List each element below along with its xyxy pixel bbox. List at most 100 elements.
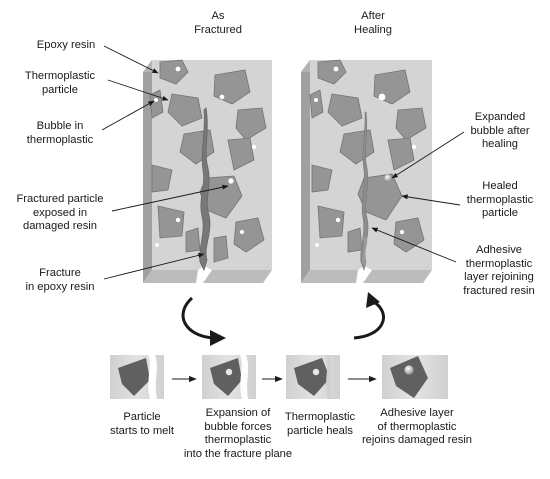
particle <box>395 107 427 141</box>
step-label-line: Particle <box>123 411 161 423</box>
step-2-particle <box>210 358 242 396</box>
leader-thermoplastic-particle <box>107 79 169 101</box>
curved-arrow-right <box>353 300 385 340</box>
label-line: Bubble in <box>36 120 84 132</box>
as-fractured-block <box>143 59 272 283</box>
leader-fractured-particle <box>111 184 229 212</box>
expanded-bubble <box>384 174 392 182</box>
leader-fracture <box>103 252 205 280</box>
block-left-side-face <box>143 60 152 283</box>
step-3-particle-heals <box>286 355 340 399</box>
particle <box>317 205 345 239</box>
step-4-bubble <box>404 365 414 375</box>
header-line: After <box>361 10 385 22</box>
label-line: damaged resin <box>22 220 97 232</box>
bubble <box>175 217 181 223</box>
label-thermoplastic-particle: Thermoplastic particle <box>12 70 108 97</box>
particle <box>309 89 324 119</box>
label-line: particle <box>41 83 79 96</box>
particle <box>235 107 267 141</box>
step-2-bubble <box>225 368 233 376</box>
label-line: healing <box>481 138 519 150</box>
particle <box>327 93 363 127</box>
label-line: Thermoplastic <box>24 70 96 82</box>
step-label-line: particle heals <box>287 424 353 437</box>
particle <box>227 137 255 171</box>
particle <box>347 227 363 253</box>
bubble <box>333 66 339 72</box>
curved-arrow-left-head <box>210 330 226 346</box>
step-label-line: Thermoplastic <box>284 411 356 423</box>
step-1-particle-melting <box>110 355 164 399</box>
step-1-label: Particle starts to melt <box>94 411 190 438</box>
bubble <box>251 144 257 150</box>
header-line: As <box>211 10 225 22</box>
particle <box>387 137 415 171</box>
curved-arrow-left <box>181 296 215 340</box>
step-3-particle <box>294 358 330 396</box>
bubble <box>175 66 181 72</box>
label-line: Healed <box>482 180 518 192</box>
leader-epoxy-resin <box>103 45 159 74</box>
bubble <box>315 243 319 247</box>
step-4-label: Adhesive layer of thermoplastic rejoins … <box>352 407 482 448</box>
step-3-bubble <box>312 368 320 376</box>
block-bottom-face <box>143 270 198 283</box>
step-label-line: thermoplastic <box>204 434 272 446</box>
step-2-crack <box>240 355 249 399</box>
step-4-adhesive-layer <box>382 355 448 399</box>
fracture-crack <box>199 107 211 272</box>
bubble <box>335 217 341 223</box>
step-label-line: into the fracture plane <box>183 447 293 460</box>
step-4-particle <box>390 356 428 398</box>
particles <box>309 59 427 253</box>
step-label-line: Adhesive layer <box>380 407 454 419</box>
step-3-label: Thermoplastic particle heals <box>272 411 368 438</box>
bubble <box>155 243 159 247</box>
block-bottom-face <box>301 270 358 283</box>
step-2-label: Expansion of bubble forces thermoplastic… <box>176 407 300 461</box>
label-line: fractured resin <box>463 284 535 297</box>
label-line: in epoxy resin <box>25 280 95 293</box>
leader-bubble-thermoplastic <box>101 100 155 131</box>
bubble <box>228 178 234 184</box>
label-bubble-in-thermoplastic: Bubble in thermoplastic <box>12 120 108 147</box>
particle <box>317 59 347 85</box>
label-line: thermoplastic <box>26 133 94 146</box>
label-line: Fracture <box>39 267 81 279</box>
label-line: Fractured particle <box>16 193 104 205</box>
particle <box>213 235 229 263</box>
step-label-line: Expansion of <box>205 407 271 419</box>
particle <box>151 164 173 193</box>
step-label-line: bubble forces <box>204 420 272 433</box>
bubble <box>314 98 318 102</box>
step-2-bubble-expansion <box>202 355 256 399</box>
label-line: Adhesive <box>475 244 523 256</box>
bubble <box>411 144 417 150</box>
header-after-healing: After Healing <box>343 10 403 37</box>
bubble <box>378 93 386 101</box>
bubbles <box>314 66 417 247</box>
particle <box>167 93 203 127</box>
label-fractured-particle: Fractured particle exposed in damaged re… <box>4 193 116 234</box>
adhesive-layer-fill <box>362 236 368 266</box>
label-line: bubble after <box>470 124 530 137</box>
bubbles <box>154 66 257 247</box>
leader-healed-particle <box>401 194 461 206</box>
healed-crack <box>360 111 369 272</box>
curved-arrow-right-head <box>366 292 380 308</box>
step-label-line: of thermoplastic <box>377 420 457 433</box>
step-label-line: rejoins damaged resin <box>361 434 473 446</box>
leader-expanded-bubble <box>391 131 465 179</box>
label-line: particle <box>481 207 519 219</box>
leader-adhesive-layer <box>371 227 457 263</box>
label-line: thermoplastic <box>465 257 533 270</box>
label-line: thermoplastic <box>466 193 534 206</box>
particle <box>311 164 333 193</box>
particle <box>233 217 265 253</box>
block-bottom-face-right <box>203 270 272 283</box>
bubble <box>399 229 405 235</box>
label-line: Epoxy resin <box>36 39 96 51</box>
step-1-crack <box>148 355 157 399</box>
